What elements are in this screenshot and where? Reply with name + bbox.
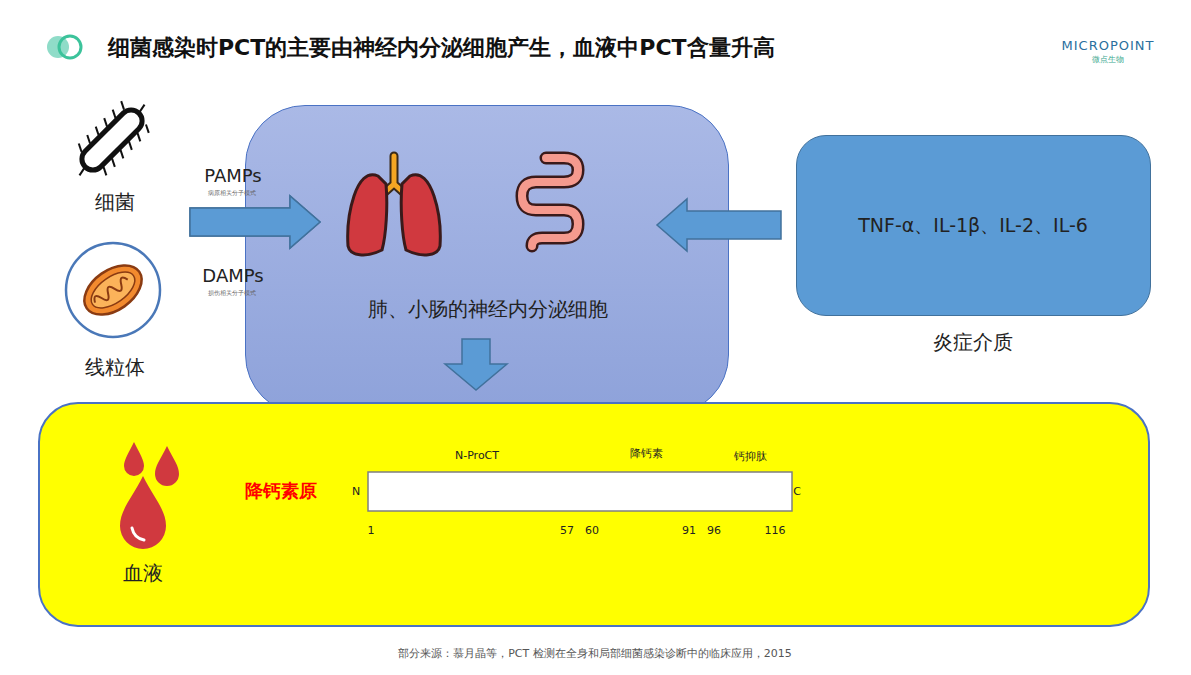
- lung-right: [401, 175, 440, 255]
- bacteria-spike: [84, 135, 92, 143]
- bacteria-body: [77, 105, 146, 174]
- signal-label: PAMPs: [204, 165, 261, 186]
- mito-cristae: [92, 276, 131, 307]
- bacteria-spike: [93, 127, 101, 135]
- title-icon: [38, 28, 98, 68]
- bacteria-spike: [76, 144, 84, 152]
- node-label: 线粒体: [60, 354, 170, 381]
- signal-subtitle: 病原相关分子模式: [208, 189, 256, 198]
- bacteria-spike: [137, 105, 145, 113]
- intestine-outline: [522, 158, 578, 246]
- segment-label: 钙抑肽: [734, 449, 767, 464]
- lung-left: [348, 175, 387, 255]
- residue-number: 96: [707, 524, 721, 537]
- bacteria-spike: [118, 150, 126, 158]
- mito-group: [75, 255, 150, 324]
- bacteria-node: 细菌: [60, 100, 170, 225]
- blood-drop: [155, 446, 179, 486]
- bacteria-group: [63, 91, 161, 189]
- node-label: 血液: [93, 560, 193, 587]
- mediator-box: TNF-α、IL-1β、IL-2、IL-6炎症介质: [796, 135, 1151, 316]
- bacteria-spike: [110, 110, 118, 118]
- mito-inner: [85, 265, 141, 315]
- bacteria-spike: [101, 167, 109, 175]
- blood-icons: [40, 404, 1152, 629]
- bacteria-spike: [78, 167, 86, 175]
- node-label: TNF-α、IL-1β、IL-2、IL-6: [797, 213, 1149, 239]
- residue-number: 91: [682, 524, 696, 537]
- residue-number: 57: [560, 524, 574, 537]
- intestine: [522, 158, 578, 246]
- block-arrow: [190, 196, 320, 248]
- mitochondria-circle: [66, 243, 160, 337]
- protein-frame: [368, 472, 792, 511]
- mito-outer: [75, 255, 150, 324]
- signal-subtitle: 损伤相关分子模式: [208, 289, 256, 298]
- terminus-label: N: [352, 485, 360, 498]
- blood-drop: [120, 476, 166, 549]
- drop-shine: [132, 528, 144, 540]
- terminus-label: C: [793, 485, 801, 498]
- bacteria-spike: [135, 133, 143, 141]
- title: 细菌感染时PCT的主要由神经内分泌细胞产生，血液中PCT含量升高: [108, 33, 775, 63]
- blood-drop: [124, 442, 144, 476]
- logo-text: MICROPOINT: [1062, 38, 1155, 53]
- segment-label: 降钙素: [630, 446, 663, 461]
- signal-label: DAMPs: [202, 265, 263, 286]
- block-arrow: [445, 339, 507, 390]
- bacteria-spike: [101, 118, 109, 126]
- blood-box: N-ProCT 降钙素 钙抑肽血液 降钙素原: [38, 402, 1150, 627]
- protein-name: 降钙素原: [245, 479, 317, 503]
- block-arrow: [190, 196, 320, 248]
- caption: 部分来源：慕月晶等，PCT 检测在全身和局部细菌感染诊断中的临床应用，2015: [398, 646, 792, 661]
- bacteria-spike: [126, 141, 134, 149]
- residue-number: 1: [368, 524, 375, 537]
- residue-number: 60: [585, 524, 599, 537]
- logo-subtext: 微点生物: [1092, 54, 1124, 65]
- bacteria-spike: [109, 158, 117, 166]
- block-arrow: [657, 199, 781, 251]
- bacteria-spike: [118, 101, 126, 109]
- node-label: 肺、小肠的神经内分泌细胞: [246, 296, 730, 323]
- mitochondria-node: 线粒体: [60, 240, 170, 390]
- node-label: 细菌: [60, 189, 170, 216]
- node-heading: 炎症介质: [797, 329, 1149, 356]
- segment-label: N-ProCT: [455, 449, 499, 462]
- bacteria-spike: [143, 124, 151, 132]
- residue-number: 116: [765, 524, 786, 537]
- title-ring: [59, 36, 81, 58]
